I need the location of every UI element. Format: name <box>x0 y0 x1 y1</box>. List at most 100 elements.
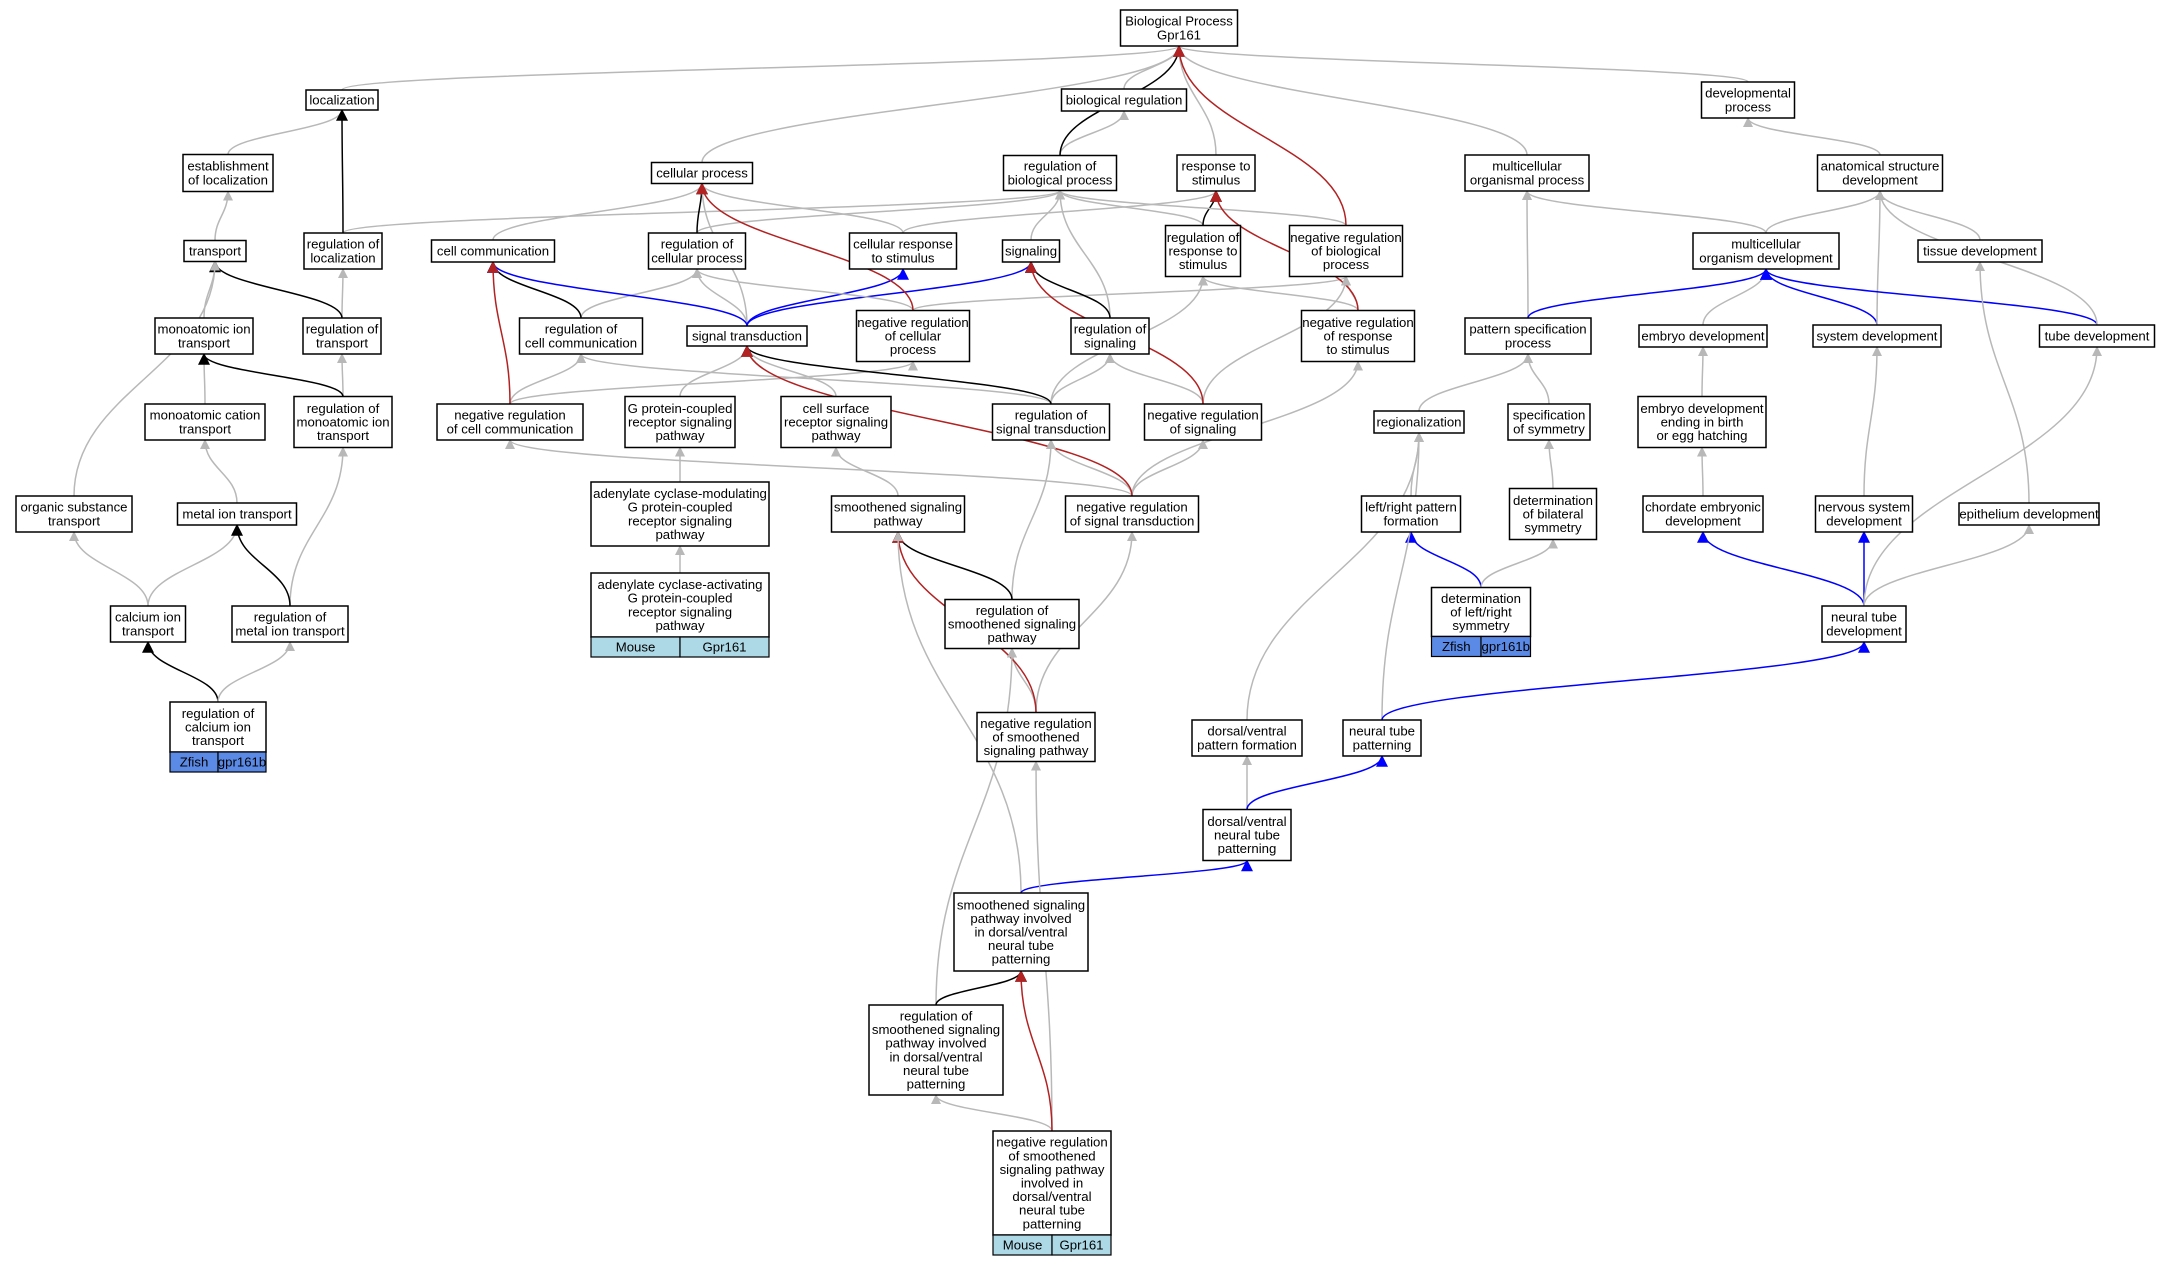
term-box <box>1814 495 1914 533</box>
edge-is-a <box>701 45 1184 163</box>
term-node-regionalization[interactable]: regionalization <box>1373 410 1465 434</box>
term-box <box>953 892 1089 972</box>
term-label-line: signal transduction <box>996 421 1106 436</box>
term-box <box>1002 154 1118 192</box>
term-label-line: dorsal/ventral <box>1207 814 1286 829</box>
term-label-line: smoothened signaling <box>948 617 1076 632</box>
term-node-biological-regulation[interactable]: biological regulation <box>1060 88 1188 112</box>
edge-is-a <box>289 446 348 607</box>
term-label-line: pathway <box>655 428 705 443</box>
term-label-line: pathway involved <box>970 911 1071 926</box>
term-node-epithelium-development[interactable]: epithelium development <box>1958 502 2100 526</box>
term-box <box>1464 317 1592 355</box>
term-label-line: regulation of <box>1024 159 1097 174</box>
edge-is-a <box>1174 45 1528 156</box>
term-label-line: patterning <box>1023 1216 1082 1231</box>
term-box <box>1143 403 1263 441</box>
edge-part-of <box>892 530 1013 600</box>
gene-cell <box>1051 1234 1112 1256</box>
term-label-line: development <box>1826 623 1902 638</box>
term-node-system-development[interactable]: system development <box>1812 324 1942 348</box>
term-box <box>991 403 1111 441</box>
term-label-line: localization <box>310 250 375 265</box>
edge-is-a <box>1131 439 1208 497</box>
term-box <box>154 317 254 355</box>
gene-cell <box>217 751 267 773</box>
term-box <box>1191 719 1303 757</box>
term-label-line: regulation of <box>900 1009 973 1024</box>
edge-is-a <box>1105 353 1204 405</box>
term-box <box>169 701 267 753</box>
term-node-cell-communication[interactable]: cell communication <box>430 239 556 263</box>
term-label-line: transport <box>189 244 241 259</box>
term-node-signaling[interactable]: signaling <box>1001 239 1061 263</box>
term-label-line: Gpr161 <box>1157 27 1201 42</box>
term-node-metal-ion-transport[interactable]: metal ion transport <box>176 502 298 526</box>
term-node-signal-transduction[interactable]: signal transduction <box>686 325 808 347</box>
term-node-transport[interactable]: transport <box>183 239 247 263</box>
term-box <box>430 239 556 263</box>
term-node-tube-development[interactable]: tube development <box>2038 324 2156 348</box>
term-node-cellular-process[interactable]: cellular process <box>650 161 754 185</box>
term-node-tissue-development[interactable]: tissue development <box>1917 239 2043 263</box>
term-box <box>1300 309 1416 363</box>
term-node-embryo-development[interactable]: embryo development <box>1638 324 1768 348</box>
edge-regulates <box>746 260 1037 327</box>
term-label-line: regulation of <box>307 401 380 416</box>
term-box <box>1202 808 1292 862</box>
term-label-line: transport <box>316 335 368 350</box>
term-node-localization[interactable]: localization <box>305 89 379 111</box>
